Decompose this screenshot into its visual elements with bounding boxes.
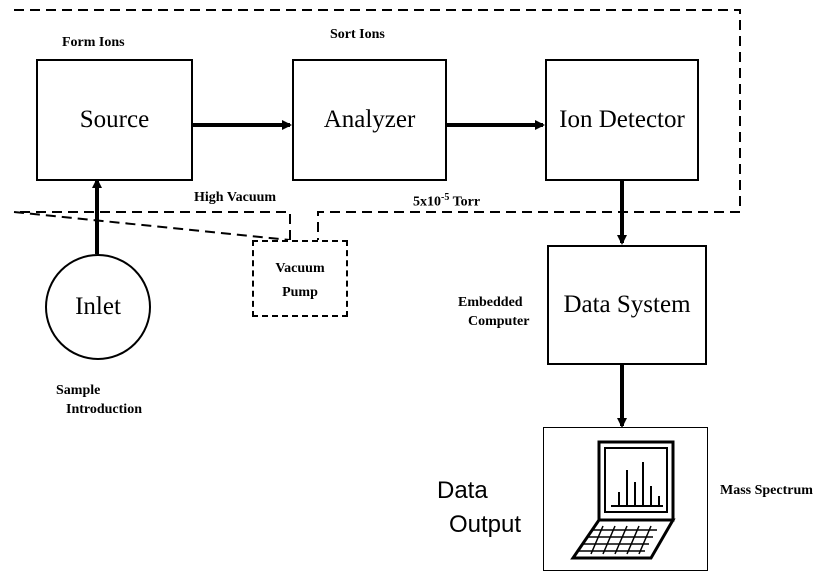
- embedded-caption-line1: Embedded: [458, 295, 523, 310]
- source-box: Source: [36, 59, 193, 181]
- data-system-label: Data System: [563, 291, 691, 318]
- inlet-circle: Inlet: [45, 254, 151, 360]
- source-label: Source: [79, 106, 150, 133]
- computer-icon: [569, 440, 676, 560]
- pressure-base: 5x10: [413, 194, 441, 210]
- source-caption: Form Ions: [62, 35, 125, 50]
- analyzer-caption: Sort Ions: [330, 27, 385, 42]
- pressure-exponent: -5: [441, 192, 450, 203]
- sample-caption-line1: Sample: [56, 383, 101, 398]
- output-box: [543, 427, 708, 571]
- high-vacuum-label: High Vacuum: [194, 190, 277, 205]
- ion-detector-label: Ion Detector: [559, 106, 685, 133]
- pressure-unit: Torr: [449, 194, 481, 210]
- vacuum-enclosure: [13, 9, 741, 242]
- data-system-box: Data System: [547, 245, 707, 365]
- analyzer-box: Analyzer: [292, 59, 447, 181]
- pressure-label: 5x10-5 Torr: [413, 189, 480, 212]
- vacuum-pump-box: Vacuum Pump: [252, 240, 348, 317]
- vacuum-pump-line1: Vacuum: [275, 261, 325, 276]
- ion-detector-box: Ion Detector: [545, 59, 699, 181]
- mass-spectrum-caption: Mass Spectrum: [720, 483, 813, 498]
- data-output-line1: Data: [437, 477, 488, 504]
- embedded-caption-line2: Computer: [468, 314, 530, 329]
- inlet-label: Inlet: [75, 293, 121, 320]
- analyzer-label: Analyzer: [323, 106, 416, 133]
- sample-caption-line2: Introduction: [66, 402, 142, 417]
- data-output-line2: Output: [449, 511, 522, 538]
- vacuum-pump-line2: Pump: [282, 285, 318, 300]
